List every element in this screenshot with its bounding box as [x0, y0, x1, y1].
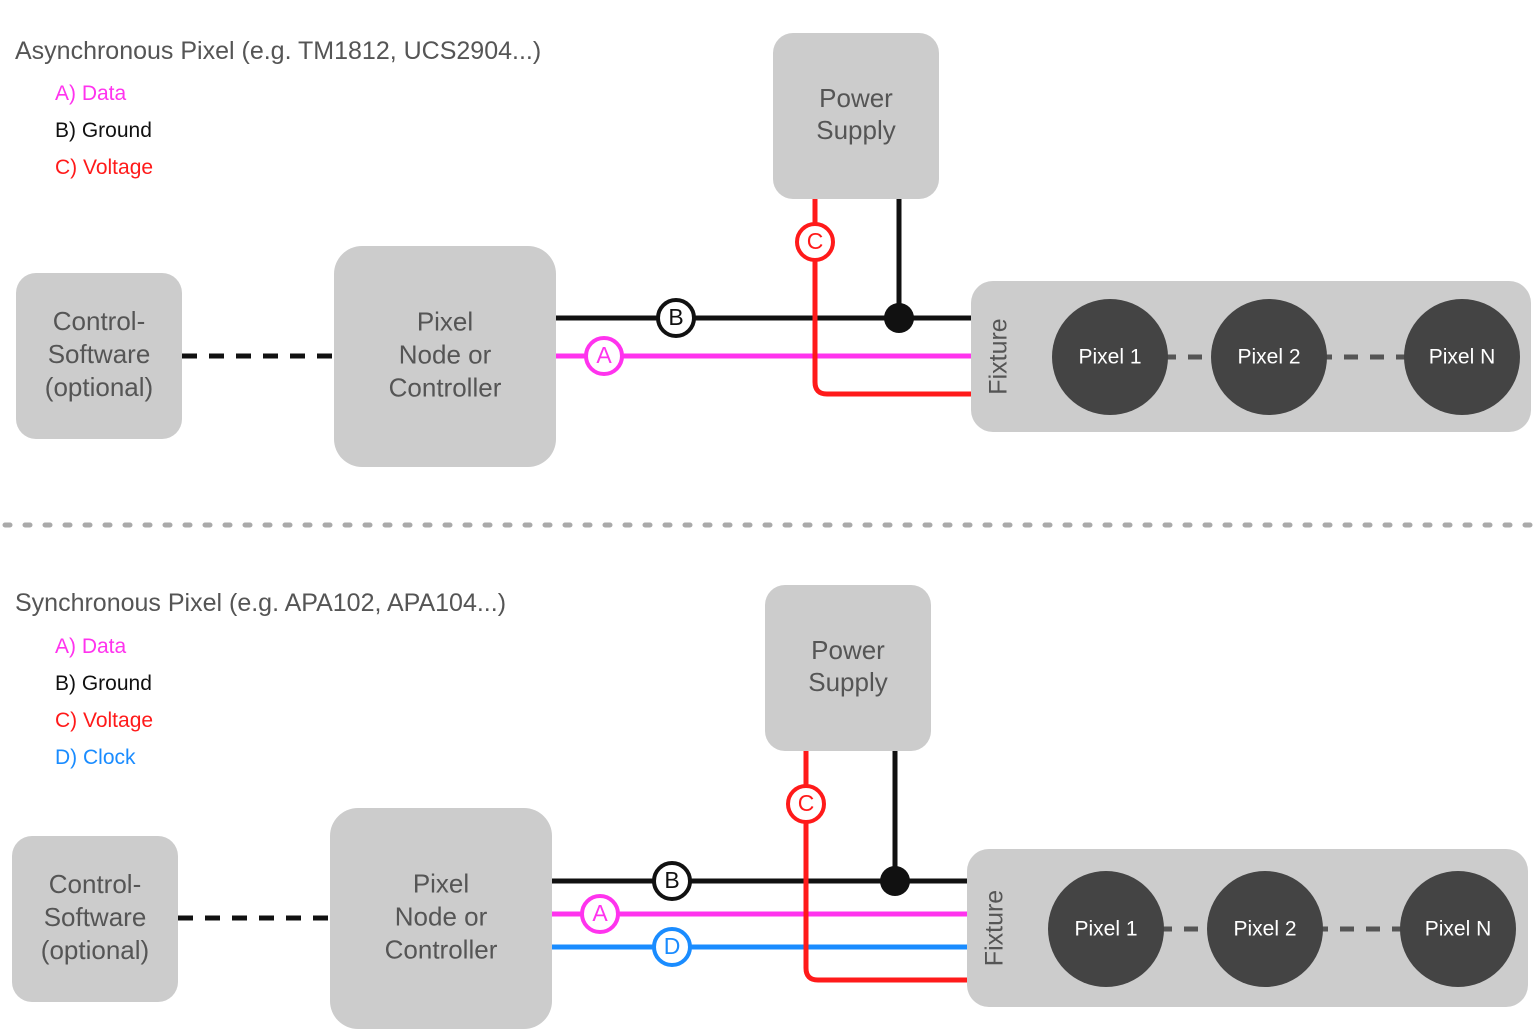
- async-legend-voltage: C) Voltage: [55, 156, 154, 179]
- async-title: Asynchronous Pixel (e.g. TM1812, UCS2904…: [15, 37, 542, 65]
- sync-pixel-1-circle: [1048, 871, 1164, 987]
- sync-legend-ground: B) Ground: [55, 672, 152, 695]
- sync-wire-label-a-circle: [580, 894, 620, 934]
- async-wire-label-c-circle: [795, 222, 835, 262]
- sync-controller-label-line-3: Controller: [385, 934, 498, 964]
- async-software-label-line-1: Control-: [53, 306, 145, 336]
- sync-legend-data: A) Data: [55, 635, 127, 658]
- sync-controller-label-line-2: Node or: [395, 901, 488, 931]
- async-controller-box: [334, 246, 556, 467]
- async-voltage-wire: [812, 199, 971, 397]
- async-pixel-2-label: Pixel 2: [1237, 346, 1300, 369]
- async-software-label-line-3: (optional): [45, 372, 153, 402]
- sync-software-label-line-2: Software: [44, 902, 147, 932]
- sync-power-label-line-1: Power: [811, 635, 885, 665]
- sync-wire-label-d-circle: [652, 927, 692, 967]
- sync-controller-label-line-1: Pixel: [413, 868, 469, 898]
- async-controller-label-line-3: Controller: [389, 372, 502, 402]
- sync-wire-label-b-circle: [652, 861, 692, 901]
- sync-wire-label-b-letter: B: [664, 867, 679, 893]
- sync-fixture-label: Fixture: [981, 890, 1009, 966]
- async-wire-label-a-circle: [584, 336, 624, 376]
- sync-software-label-line-1: Control-: [49, 869, 141, 899]
- sync-software-box: [12, 836, 178, 1002]
- async-pixel-1-label: Pixel 1: [1078, 346, 1141, 369]
- async-legend-data: A) Data: [55, 82, 127, 105]
- async-wire-label-a-letter: A: [596, 342, 612, 368]
- sync-title: Synchronous Pixel (e.g. APA102, APA104..…: [15, 589, 507, 617]
- sync-ground-junction: [880, 866, 910, 896]
- sync-power-box: [765, 585, 931, 751]
- sync-pixel-1-label: Pixel 1: [1074, 918, 1137, 941]
- async-controller-label-line-2: Node or: [399, 339, 492, 369]
- sync-pixel-3-circle: [1400, 871, 1516, 987]
- sync-software-label-line-3: (optional): [41, 935, 149, 965]
- async-ground-junction: [884, 303, 914, 333]
- async-wire-label-c-letter: C: [807, 228, 824, 254]
- sync-pixel-3-label: Pixel N: [1425, 918, 1492, 941]
- async-power-box: [773, 33, 939, 199]
- sync-legend-clock: D) Clock: [55, 746, 136, 769]
- sync-wire-label-d-letter: D: [664, 933, 681, 959]
- sync-voltage-wire: [803, 751, 967, 983]
- async-wire-label-b-circle: [656, 298, 696, 338]
- sync-legend-voltage: C) Voltage: [55, 709, 154, 732]
- async-wire-label-b-letter: B: [668, 304, 683, 330]
- async-pixel-1-circle: [1052, 299, 1168, 415]
- async-pixel-3-label: Pixel N: [1429, 346, 1496, 369]
- async-legend-ground: B) Ground: [55, 119, 152, 142]
- async-pixel-2-circle: [1211, 299, 1327, 415]
- sync-wire-label-c-circle: [786, 784, 826, 824]
- async-fixture-label: Fixture: [985, 318, 1013, 394]
- async-software-label-line-2: Software: [48, 339, 151, 369]
- sync-pixel-2-circle: [1207, 871, 1323, 987]
- async-software-box: [16, 273, 182, 439]
- async-controller-label-line-1: Pixel: [417, 306, 473, 336]
- async-power-label-line-1: Power: [819, 83, 893, 113]
- sync-wire-label-a-letter: A: [592, 900, 608, 926]
- async-power-label-line-2: Supply: [816, 115, 896, 145]
- sync-wire-label-c-letter: C: [798, 790, 815, 816]
- async-pixel-3-circle: [1404, 299, 1520, 415]
- sync-controller-box: [330, 808, 552, 1029]
- sync-power-label-line-2: Supply: [808, 667, 888, 697]
- sync-pixel-2-label: Pixel 2: [1233, 918, 1296, 941]
